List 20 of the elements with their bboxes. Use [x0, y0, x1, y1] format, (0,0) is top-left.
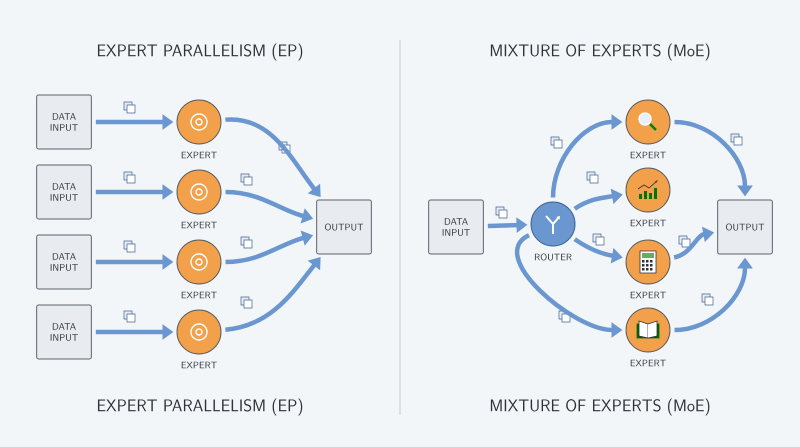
- node-label: EXPERT: [182, 152, 217, 158]
- node-label: EXPERT: [182, 222, 217, 228]
- process-box: DATA INPUT: [36, 164, 92, 220]
- heading: EXPERT PARALLELISM (EP): [98, 44, 302, 60]
- node-label: ROUTER: [534, 254, 572, 260]
- node-label: EXPERT: [630, 152, 666, 158]
- process-box: OUTPUT: [717, 200, 773, 254]
- process-box: DATA INPUT: [36, 94, 92, 150]
- process-box: OUTPUT: [316, 200, 372, 254]
- process-box: DATA INPUT: [36, 234, 92, 290]
- process-box: DATA INPUT: [428, 200, 484, 254]
- node-label: EXPERT: [630, 360, 666, 366]
- heading: EXPERT PARALLELISM (EP): [98, 398, 302, 416]
- node-label: EXPERT: [182, 362, 217, 368]
- node-label: EXPERT: [630, 292, 666, 298]
- heading: MIXTURE OF EXPERTS (MoE): [490, 44, 710, 60]
- node-label: EXPERT: [182, 292, 217, 298]
- process-box: DATA INPUT: [36, 304, 92, 360]
- node-label: EXPERT: [630, 220, 666, 226]
- heading: MIXTURE OF EXPERTS (MoE): [490, 398, 710, 416]
